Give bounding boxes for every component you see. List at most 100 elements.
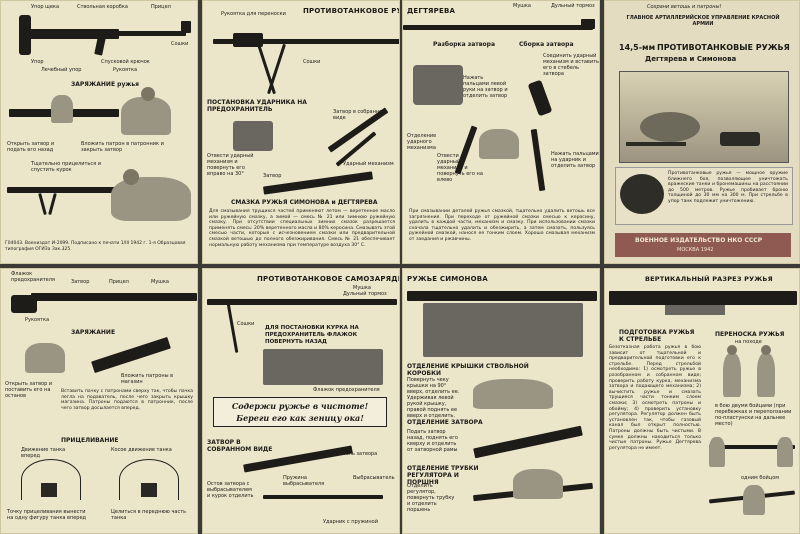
panel5-title: ПРОТИВОТАНКОВОЕ САМОЗАРЯДНОЕ bbox=[257, 275, 400, 283]
rifle-selfloading bbox=[207, 299, 397, 305]
carry-title: ПЕРЕНОСКА РУЖЬЯ bbox=[715, 331, 785, 338]
rifle-receiver-p1 bbox=[233, 33, 263, 47]
assemble-caption: Соединить ударный механизм и вставить ег… bbox=[543, 53, 599, 77]
press2-caption: Нажать пальцами на ударник и отделить за… bbox=[551, 151, 599, 169]
cover-desc-box: Противотанковые ружья — мощное оружие бл… bbox=[615, 167, 793, 225]
hands-separate bbox=[479, 129, 519, 159]
tank-silhouette bbox=[720, 132, 760, 146]
label-striker: Ударный механизм bbox=[343, 161, 394, 167]
striker-closeup bbox=[233, 121, 273, 151]
carry-on-march: на походе bbox=[735, 339, 762, 345]
rifle-barrel bbox=[111, 31, 186, 36]
panel1-title: ПРОТИВОТАНКОВОЕ РУЖЬЕ bbox=[303, 7, 399, 15]
label-bipod-p1: Сошки bbox=[303, 59, 321, 65]
title-caliber: 14,5-мм bbox=[619, 43, 656, 52]
label-grip: Рукоятка bbox=[113, 67, 138, 73]
turn-caption: Отвести ударный механизм и повернуть его… bbox=[437, 153, 483, 183]
label-cheek-rest: Упор щека bbox=[31, 4, 60, 10]
label-brake-p5: Дульный тормоз bbox=[343, 291, 387, 297]
aim-left-caption: Точку прицеливания вынести на одну фигур… bbox=[7, 509, 87, 521]
section-detail bbox=[665, 305, 725, 315]
rifle-silhouette bbox=[626, 142, 686, 146]
tank-emblem-icon bbox=[620, 174, 664, 214]
bipod-leg-left bbox=[38, 192, 47, 216]
carry-single: одним бойцом bbox=[741, 475, 780, 481]
label-shoulder: Лечебный упор bbox=[41, 67, 82, 73]
aim-caption: Тщательно прицелиться и спустить курок bbox=[31, 161, 101, 173]
panel-cover: Сохрани ветошь и патроны! ГЛАВНОЕ АРТИЛЛ… bbox=[604, 0, 800, 264]
prep-title: ПОДГОТОВКА РУЖЬЯ К СТРЕЛЬБЕ bbox=[619, 329, 695, 343]
panel-simonov-disassembly: РУЖЬЕ СИМОНОВА ОТДЕЛЕНИЕ КРЫШКИ СТВОЛЬНО… bbox=[402, 268, 600, 534]
soldier-carry-head-1 bbox=[727, 345, 737, 355]
label-front-sight-p5: Мушка bbox=[353, 285, 371, 291]
hands-cover bbox=[473, 379, 553, 409]
soldier-aiming bbox=[111, 177, 191, 221]
rotate-caption: Отвести ударный механизм и повернуть его… bbox=[207, 153, 254, 177]
sep-tube-text: Отделить регулятор, повернуть трубку и о… bbox=[407, 483, 455, 513]
magazine-loading bbox=[91, 336, 171, 374]
lube-title: СМАЗКА РУЖЬЯ СИМОНОВА и ДЕГТЯРЕВА bbox=[231, 199, 378, 206]
panel2-text: При смазывании деталей ружья смазкой, тщ… bbox=[409, 209, 595, 242]
label-extractor-spring: Пружина выбрасывателя bbox=[283, 475, 325, 487]
striker-with-spring bbox=[263, 495, 383, 499]
aim-circle-left bbox=[21, 459, 81, 500]
tank-target-left bbox=[41, 483, 57, 497]
safety-instruction: ДЛЯ ПОСТАНОВКИ КУРКА НА ПРЕДОХРАНИТЕЛЬ Ф… bbox=[265, 325, 359, 345]
moving-tank-label: Движение танка вперед bbox=[21, 447, 66, 459]
rifle-receiver bbox=[29, 29, 119, 39]
label-front-sight: Мушка bbox=[513, 3, 531, 9]
pistol-grip bbox=[94, 36, 106, 56]
bipod-leg-right bbox=[48, 192, 57, 216]
oblique-tank-label: Косое движение танка bbox=[111, 447, 172, 453]
p4-text: Вставить пачку с патронами сверху так, ч… bbox=[61, 389, 193, 411]
label-safety-flag-p5: Флажок предохранителя bbox=[313, 387, 380, 393]
cover-description: Противотанковые ружья — мощное оружие бл… bbox=[668, 171, 788, 204]
bolt-vertical bbox=[530, 128, 546, 192]
carry-in-battle: в бою двумя бойцами (при перебежках и пе… bbox=[715, 403, 792, 427]
open-bolt-caption: Открыть затвор и подать его назад bbox=[7, 141, 55, 153]
publisher-city: МОСКВА 1942 bbox=[677, 247, 714, 253]
bolt-stem bbox=[527, 79, 553, 117]
publisher-top: ГЛАВНОЕ АРТИЛЛЕРИЙСКОЕ УПРАВЛЕНИЕ КРАСНО… bbox=[626, 15, 780, 27]
lube-text: Для смазывания трущихся частей применяют… bbox=[209, 209, 395, 248]
title-main: ПРОТИВОТАНКОВЫЕ РУЖЬЯ bbox=[657, 43, 790, 52]
label-bolt-assembled: Затвор в собранном виде bbox=[333, 109, 386, 121]
aim-title: ПРИЦЕЛИВАНИЕ bbox=[61, 437, 119, 444]
panel-simonov-loading: Флажок предохранителя Затвор Прицел Мушк… bbox=[0, 268, 198, 534]
label-bipod-p5: Сошки bbox=[237, 321, 255, 327]
cover-banner: Сохрани ветошь и патроны! bbox=[647, 4, 722, 10]
bipod-leg-p5 bbox=[226, 303, 239, 353]
battlefield-illustration bbox=[619, 71, 789, 163]
remove-caption: Остов затвора с выбрасывателем и курок о… bbox=[207, 481, 254, 499]
rifle-butt bbox=[19, 15, 31, 55]
label-carry-handle: Рукоятка для переноски bbox=[221, 11, 286, 17]
label-grip-p4: Рукоятка bbox=[25, 317, 50, 323]
hand-bolt bbox=[51, 95, 73, 123]
simonov-receiver-top bbox=[407, 291, 597, 301]
soldier-single bbox=[743, 485, 765, 515]
rifle-simonov bbox=[31, 293, 197, 301]
panel-degtyarev-parts: Упор щека Ствольная коробка Прицел Сошки… bbox=[0, 0, 198, 264]
label-stop: Упор bbox=[31, 59, 44, 65]
press-caption: Нажать пальцами левой руки на затвор и о… bbox=[463, 75, 508, 99]
soldier-head bbox=[141, 87, 155, 101]
sep-cover-title: ОТДЕЛЕНИЕ КРЫШКИ СТВОЛЬНОЙ КОРОБКИ bbox=[407, 363, 529, 377]
label-front-sight-p4: Мушка bbox=[151, 279, 169, 285]
motto-line2: Береги его как зеницу ока! bbox=[236, 413, 364, 423]
bolt-assembled-title: ЗАТВОР В СОБРАННОМ ВИДЕ bbox=[207, 439, 273, 453]
panel-antitank-rifle: Рукоятка для переноски ПРОТИВОТАНКОВОЕ Р… bbox=[202, 0, 400, 264]
aim-right-caption: Целиться в переднюю часть танка bbox=[111, 509, 187, 521]
sep-bolt-text: Подать затвор назад, поднять его кверху … bbox=[407, 429, 458, 453]
label-sight: Прицел bbox=[151, 4, 171, 10]
tree-clump bbox=[640, 112, 700, 142]
imprint: Г04043. Воениздат И-2099. Подписано к пе… bbox=[5, 241, 186, 252]
disassembly-title: Разборка затвора bbox=[433, 41, 496, 48]
soldier-loading bbox=[121, 97, 171, 135]
label-sight-p4: Прицел bbox=[109, 279, 129, 285]
title-names: Дегтярева и Симонова bbox=[645, 55, 737, 63]
receiver-section-drawing bbox=[423, 303, 583, 357]
sep-bolt-title: ОТДЕЛЕНИЕ ЗАТВОРА bbox=[407, 419, 483, 426]
label-trigger: Спусковой крючок bbox=[101, 59, 150, 65]
aim-circle-right bbox=[119, 459, 179, 500]
